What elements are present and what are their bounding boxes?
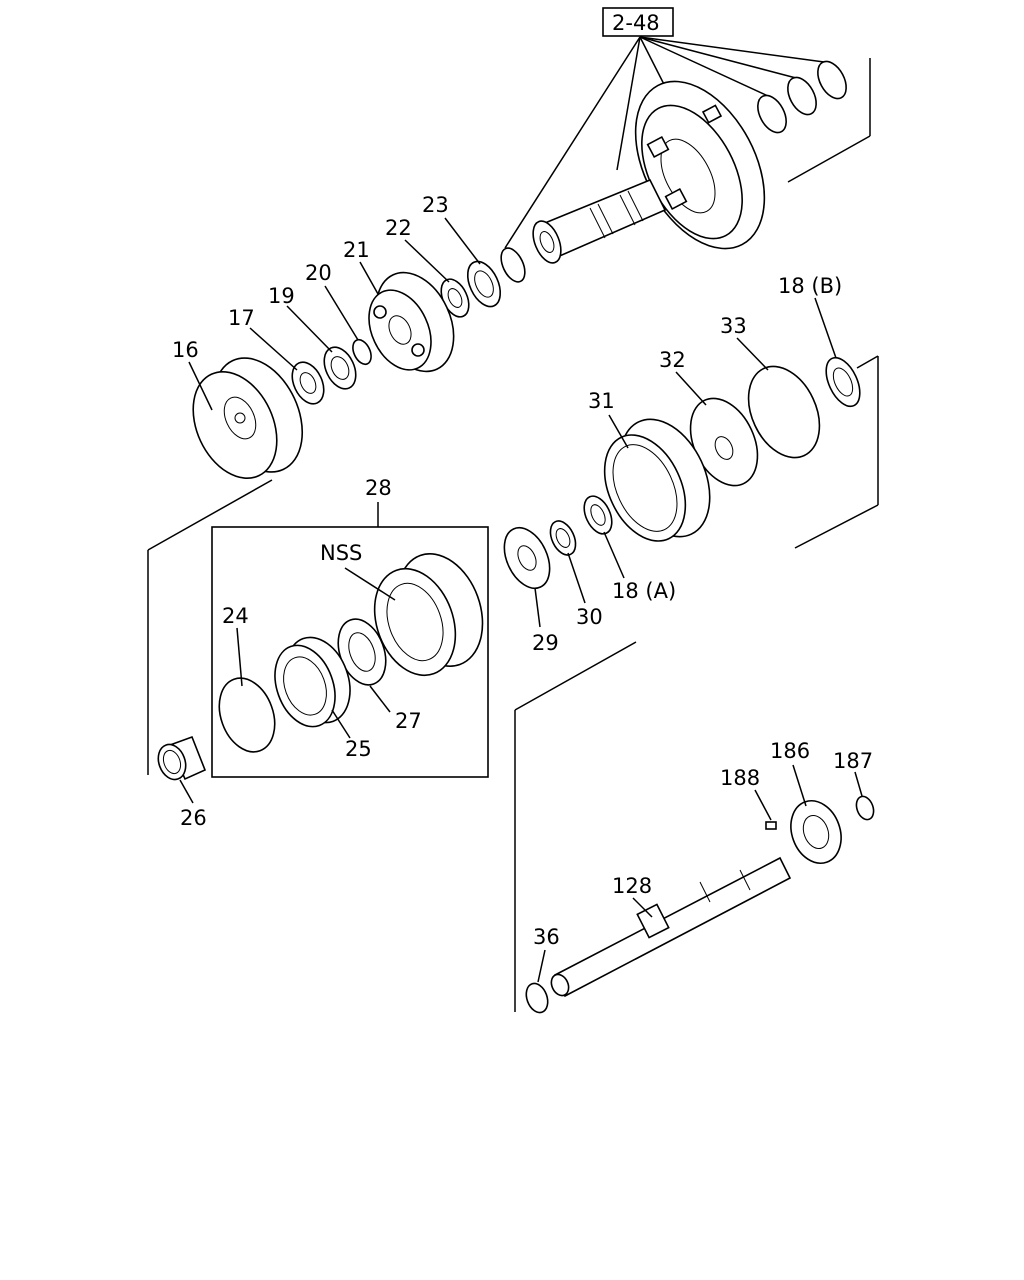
label-19: 19 <box>268 284 295 308</box>
part-186-gear[interactable] <box>783 794 850 871</box>
part-36-seal-ring[interactable] <box>522 980 551 1015</box>
part-188-key[interactable] <box>765 821 777 830</box>
assembly-boundary-lines <box>147 58 879 1012</box>
label-20: 20 <box>305 261 332 285</box>
label-187: 187 <box>833 749 873 773</box>
part-23-thrust-bearing[interactable] <box>461 256 507 311</box>
label-nss: NSS <box>320 541 362 565</box>
part-25-one-way-clutch[interactable] <box>264 628 361 735</box>
part-28-assembly-box[interactable] <box>211 502 489 778</box>
part-21-planetary-carrier[interactable] <box>357 260 469 384</box>
part-19-retainer[interactable] <box>318 342 362 394</box>
label-16: 16 <box>172 338 199 362</box>
part-17-washer[interactable] <box>286 357 330 409</box>
label-26: 26 <box>180 806 207 830</box>
shaft-snap-ring[interactable] <box>496 244 529 285</box>
reference-leaders <box>504 36 825 249</box>
label-21: 21 <box>343 238 370 262</box>
part-29-plate[interactable] <box>495 521 558 596</box>
label-25: 25 <box>345 737 372 761</box>
label-18a: 18 (A) <box>612 579 676 603</box>
label-18b: 18 (B) <box>778 274 842 298</box>
label-30: 30 <box>576 605 603 629</box>
label-188: 188 <box>720 766 760 790</box>
reference-box-2-48[interactable]: 2-48 <box>602 7 674 37</box>
part-18a-thrust-bearing[interactable] <box>579 492 618 538</box>
part-30-washer[interactable] <box>545 517 580 559</box>
snap-rings-top[interactable] <box>752 57 852 138</box>
part-26-bushing[interactable] <box>154 735 207 783</box>
part-33-snap-ring[interactable] <box>735 355 834 469</box>
clutch-drum[interactable] <box>609 60 791 271</box>
part-leader-lines <box>179 217 863 983</box>
label-128: 128 <box>612 874 652 898</box>
part-128-output-shaft[interactable] <box>548 856 792 998</box>
label-24: 24 <box>222 604 249 628</box>
reference-box-label: 2-48 <box>612 11 660 35</box>
part-31-ring-gear[interactable] <box>589 405 728 554</box>
label-31: 31 <box>588 389 615 413</box>
label-28: 28 <box>365 476 392 500</box>
part-18b-thrust-bearing[interactable] <box>819 353 866 412</box>
label-17: 17 <box>228 306 255 330</box>
label-27: 27 <box>395 709 422 733</box>
label-33: 33 <box>720 314 747 338</box>
part-number-labels: 16 17 19 20 21 22 23 18 (B) 33 32 31 18 … <box>172 193 873 949</box>
label-22: 22 <box>385 216 412 240</box>
nss-planetary-assembly[interactable] <box>360 542 497 687</box>
part-187-snap-ring[interactable] <box>853 794 876 822</box>
part-24-snap-ring[interactable] <box>210 670 285 759</box>
label-32: 32 <box>659 348 686 372</box>
label-29: 29 <box>532 631 559 655</box>
label-23: 23 <box>422 193 449 217</box>
label-36: 36 <box>533 925 560 949</box>
label-186: 186 <box>770 739 810 763</box>
part-16-drum[interactable] <box>177 344 320 492</box>
part-20-snap-ring[interactable] <box>349 337 374 367</box>
input-shaft[interactable] <box>528 178 667 267</box>
